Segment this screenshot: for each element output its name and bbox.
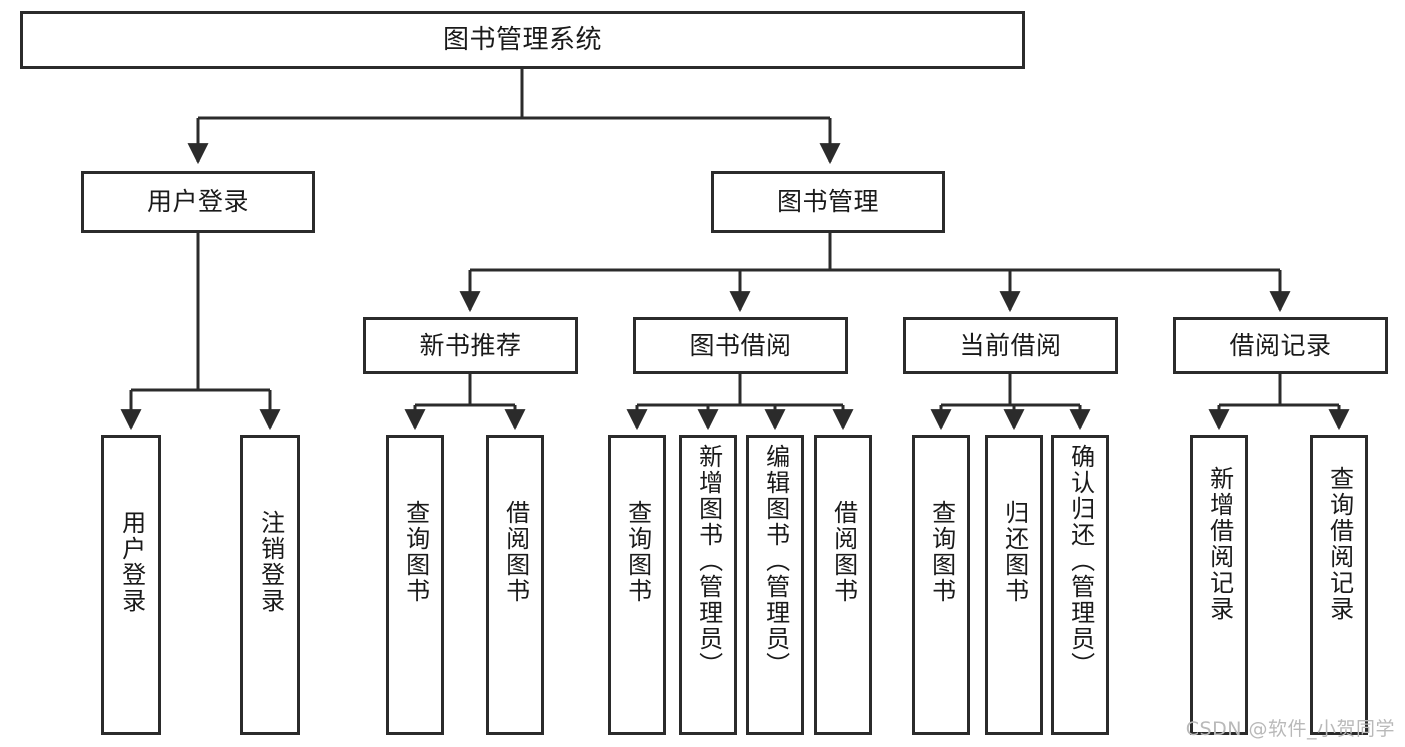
node-leaf-query-book-2[interactable]: 查询图书 xyxy=(608,435,666,735)
node-borrow-record[interactable]: 借阅记录 xyxy=(1173,317,1388,374)
connector-group-borrow-record xyxy=(1208,374,1350,431)
node-leaf-edit-book-label: 编辑图书（管理员） xyxy=(761,444,790,678)
node-user-login-label: 用户登录 xyxy=(146,187,249,217)
node-user-login[interactable]: 用户登录 xyxy=(81,171,315,233)
node-leaf-borrow-book-1-label: 借阅图书 xyxy=(501,500,530,604)
node-leaf-query-record[interactable]: 查询借阅记录 xyxy=(1310,435,1368,735)
node-leaf-query-book-3-label: 查询图书 xyxy=(927,500,956,604)
node-leaf-return-book[interactable]: 归还图书 xyxy=(985,435,1043,735)
connector-group-book-borrow xyxy=(626,374,854,431)
connector-group-new-book-rec xyxy=(404,374,526,431)
node-leaf-user-login-label: 用户登录 xyxy=(117,510,146,614)
node-leaf-query-book-1[interactable]: 查询图书 xyxy=(386,435,444,735)
node-leaf-query-record-label: 查询借阅记录 xyxy=(1325,466,1354,622)
node-leaf-borrow-book-1[interactable]: 借阅图书 xyxy=(486,435,544,735)
node-leaf-borrow-book-2-label: 借阅图书 xyxy=(829,500,858,604)
node-leaf-logout-label: 注销登录 xyxy=(256,510,285,614)
node-book-manage[interactable]: 图书管理 xyxy=(711,171,945,233)
node-leaf-confirm-return-label: 确认归还（管理员） xyxy=(1066,444,1095,678)
node-leaf-edit-book[interactable]: 编辑图书（管理员） xyxy=(746,435,804,735)
node-leaf-user-login[interactable]: 用户登录 xyxy=(101,435,161,735)
node-current-borrow-label: 当前借阅 xyxy=(959,330,1062,360)
node-leaf-query-book-2-label: 查询图书 xyxy=(623,500,652,604)
connector-group-book-manage xyxy=(459,233,1291,313)
node-book-borrow[interactable]: 图书借阅 xyxy=(633,317,848,374)
node-leaf-borrow-book-2[interactable]: 借阅图书 xyxy=(814,435,872,735)
node-new-book-rec[interactable]: 新书推荐 xyxy=(363,317,578,374)
node-leaf-add-book-label: 新增图书（管理员） xyxy=(694,444,723,678)
node-root[interactable]: 图书管理系统 xyxy=(20,11,1025,69)
node-leaf-confirm-return[interactable]: 确认归还（管理员） xyxy=(1051,435,1109,735)
node-leaf-add-record-label: 新增借阅记录 xyxy=(1205,466,1234,622)
node-new-book-rec-label: 新书推荐 xyxy=(419,330,522,360)
connector-group-user-login xyxy=(120,233,281,431)
node-book-borrow-label: 图书借阅 xyxy=(689,330,792,360)
node-leaf-return-book-label: 归还图书 xyxy=(1000,500,1029,604)
node-book-manage-label: 图书管理 xyxy=(776,187,879,217)
node-leaf-query-book-1-label: 查询图书 xyxy=(401,500,430,604)
node-leaf-logout[interactable]: 注销登录 xyxy=(240,435,300,735)
connector-group-root xyxy=(187,69,841,165)
node-current-borrow[interactable]: 当前借阅 xyxy=(903,317,1118,374)
connector-group-current-borrow xyxy=(930,374,1091,431)
node-leaf-query-book-3[interactable]: 查询图书 xyxy=(912,435,970,735)
node-leaf-add-book[interactable]: 新增图书（管理员） xyxy=(679,435,737,735)
watermark-text: CSDN @软件_小贺同学 xyxy=(1185,718,1395,740)
node-leaf-add-record[interactable]: 新增借阅记录 xyxy=(1190,435,1248,735)
node-root-label: 图书管理系统 xyxy=(442,24,602,55)
node-borrow-record-label: 借阅记录 xyxy=(1229,330,1332,360)
